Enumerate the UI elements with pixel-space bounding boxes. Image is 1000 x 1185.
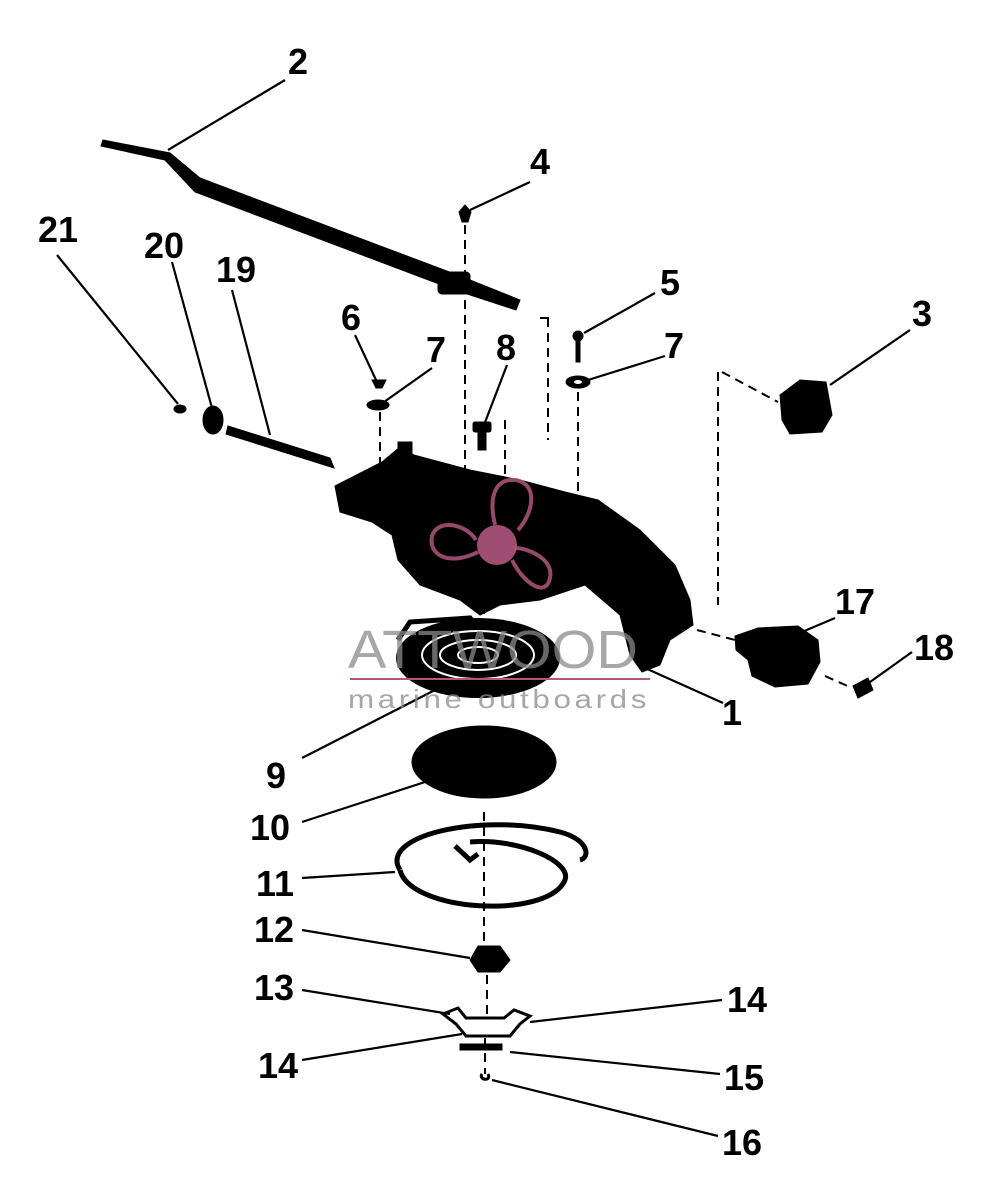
callout-15: 15 (724, 1057, 764, 1098)
callout-7-left: 7 (426, 329, 446, 370)
callout-5: 5 (660, 262, 680, 303)
part-7-washer-right (565, 375, 591, 389)
callout-9: 9 (266, 755, 286, 796)
callout-1: 1 (722, 692, 742, 733)
callout-17: 17 (835, 581, 875, 622)
callout-14-right: 14 (727, 979, 767, 1020)
callout-7-right: 7 (664, 325, 684, 366)
part-10-cover-disc (411, 725, 557, 799)
callout-18: 18 (914, 627, 954, 668)
part-5-screw (572, 330, 584, 363)
part-19-shaft (225, 425, 335, 469)
part-6-screw (371, 379, 387, 389)
part-11-spring-ring (394, 822, 589, 909)
part-13-plate (439, 1006, 533, 1038)
callout-11: 11 (256, 863, 294, 904)
part-17-pawl (734, 625, 821, 688)
callout-19: 19 (216, 249, 256, 290)
part-15-lock (459, 1043, 503, 1051)
callout-21: 21 (38, 209, 78, 250)
callout-13: 13 (254, 967, 294, 1008)
part-21-pin (173, 404, 187, 414)
watermark: ATTWOOD marine outboards (348, 477, 650, 714)
callout-labels: 1 2 3 4 5 6 7 7 8 9 10 11 12 13 14 14 15… (38, 41, 954, 1163)
part-18-plate (852, 677, 874, 699)
part-1-housing (334, 441, 694, 673)
callout-14-left: 14 (258, 1045, 298, 1086)
part-3-bracket (779, 379, 833, 435)
part-4-screw (458, 204, 472, 223)
callout-8: 8 (496, 327, 516, 368)
callout-20: 20 (144, 225, 184, 266)
watermark-subtitle: marine outboards (348, 684, 650, 714)
callout-16: 16 (722, 1122, 762, 1163)
part-12-nut (469, 945, 511, 973)
part-8-bolt (472, 421, 492, 451)
callout-2: 2 (288, 41, 308, 82)
callout-10: 10 (250, 807, 290, 848)
callout-12: 12 (254, 909, 294, 950)
part-20-washer (202, 405, 224, 435)
propeller-logo-icon (429, 477, 553, 590)
watermark-brand: ATTWOOD (348, 620, 638, 680)
part-2-rod (100, 139, 521, 311)
part-7-washer-left (366, 399, 390, 411)
callout-3: 3 (912, 293, 932, 334)
assembly-lines (379, 225, 853, 1074)
callout-6: 6 (341, 297, 361, 338)
propeller-hub-icon (477, 525, 517, 565)
callout-4: 4 (530, 141, 550, 182)
part-16-clip (479, 1073, 491, 1081)
leader-lines (56, 79, 913, 1138)
